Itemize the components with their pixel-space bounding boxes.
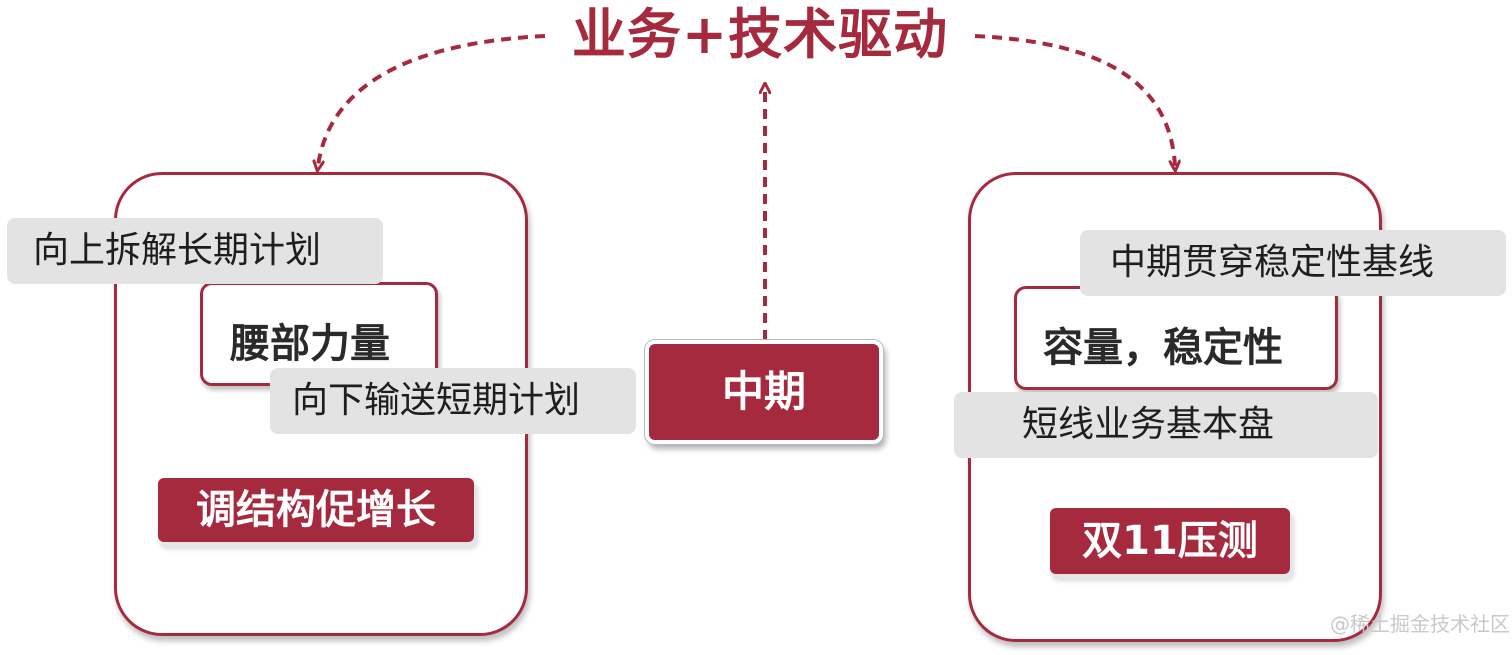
left-focus-text: 腰部力量 (230, 321, 390, 367)
left-bottom-label: 向下输送短期计划 (270, 368, 636, 434)
diagram-title: 业务+技术驱动 (571, 3, 949, 66)
right-tag: 双11压测 (1050, 508, 1290, 574)
left-tag: 调结构促增长 (158, 478, 474, 542)
arrow-to-left-panel (318, 34, 546, 166)
watermark: @稀土掘金技术社区 (1330, 612, 1510, 636)
right-bottom-label: 短线业务基本盘 (954, 392, 1378, 458)
right-focus-text: 容量，稳定性 (1043, 325, 1283, 371)
left-top-label: 向上拆解长期计划 (7, 218, 383, 284)
arrow-to-right-panel (974, 34, 1175, 166)
right-top-label: 中期贯穿稳定性基线 (1080, 230, 1506, 296)
center-box: 中期 (645, 340, 883, 444)
right-focus-box: 容量，稳定性 (1014, 286, 1338, 390)
